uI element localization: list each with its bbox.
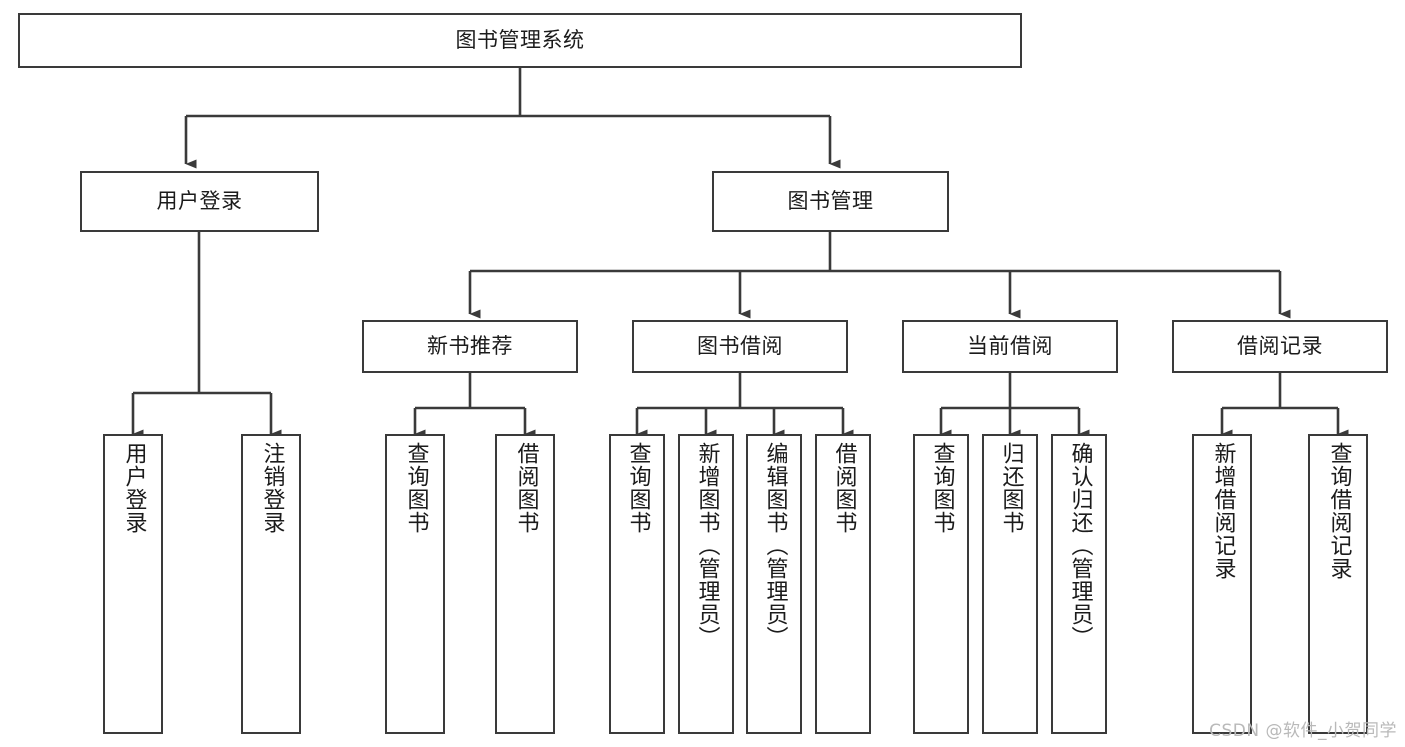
leaf-borrow-add-label: 新增图书（管理员） — [694, 442, 720, 649]
leaf-borrow-query-label: 查询图书 — [625, 442, 651, 534]
leaf-borrow-do-label: 借阅图书 — [831, 442, 857, 534]
leaf-borrow-do[interactable]: 借阅图书 — [815, 434, 871, 734]
leaf-cur-query[interactable]: 查询图书 — [913, 434, 969, 734]
leaf-rec-borrow[interactable]: 借阅图书 — [495, 434, 555, 734]
node-book-borrow[interactable]: 图书借阅 — [632, 320, 848, 373]
leaf-logout[interactable]: 注销登录 — [241, 434, 301, 734]
leaf-rec-search-label: 查询借阅记录 — [1326, 442, 1352, 580]
leaf-rec-query-label: 查询图书 — [403, 442, 429, 534]
csdn-watermark: CSDN @软件_小贺同学 — [1209, 721, 1397, 741]
leaf-rec-add[interactable]: 新增借阅记录 — [1192, 434, 1252, 734]
node-borrow-record-label: 借阅记录 — [1237, 333, 1323, 358]
leaf-user-login-label: 用户登录 — [121, 442, 147, 534]
node-user-login-label: 用户登录 — [156, 188, 243, 213]
leaf-borrow-query[interactable]: 查询图书 — [609, 434, 665, 734]
node-user-login[interactable]: 用户登录 — [80, 171, 319, 232]
node-borrow-record[interactable]: 借阅记录 — [1172, 320, 1388, 373]
node-new-book-rec-label: 新书推荐 — [427, 333, 513, 358]
leaf-rec-borrow-label: 借阅图书 — [513, 442, 539, 534]
node-current-borrow[interactable]: 当前借阅 — [902, 320, 1118, 373]
leaf-borrow-edit-label: 编辑图书（管理员） — [762, 442, 788, 649]
leaf-cur-confirm-label: 确认归还（管理员） — [1067, 442, 1093, 649]
leaf-borrow-add[interactable]: 新增图书（管理员） — [678, 434, 734, 734]
leaf-borrow-edit[interactable]: 编辑图书（管理员） — [746, 434, 802, 734]
node-book-manage[interactable]: 图书管理 — [712, 171, 949, 232]
leaf-cur-return-label: 归还图书 — [998, 442, 1024, 534]
leaf-cur-confirm[interactable]: 确认归还（管理员） — [1051, 434, 1107, 734]
leaf-logout-label: 注销登录 — [259, 442, 285, 534]
leaf-rec-add-label: 新增借阅记录 — [1210, 442, 1236, 580]
leaf-user-login[interactable]: 用户登录 — [103, 434, 163, 734]
leaf-rec-search[interactable]: 查询借阅记录 — [1308, 434, 1368, 734]
node-current-borrow-label: 当前借阅 — [967, 333, 1053, 358]
leaf-rec-query[interactable]: 查询图书 — [385, 434, 445, 734]
node-root[interactable]: 图书管理系统 — [18, 13, 1022, 68]
leaf-cur-return[interactable]: 归还图书 — [982, 434, 1038, 734]
node-new-book-rec[interactable]: 新书推荐 — [362, 320, 578, 373]
node-book-borrow-label: 图书借阅 — [697, 333, 783, 358]
leaf-cur-query-label: 查询图书 — [929, 442, 955, 534]
node-book-manage-label: 图书管理 — [787, 188, 874, 213]
node-root-label: 图书管理系统 — [455, 27, 585, 52]
